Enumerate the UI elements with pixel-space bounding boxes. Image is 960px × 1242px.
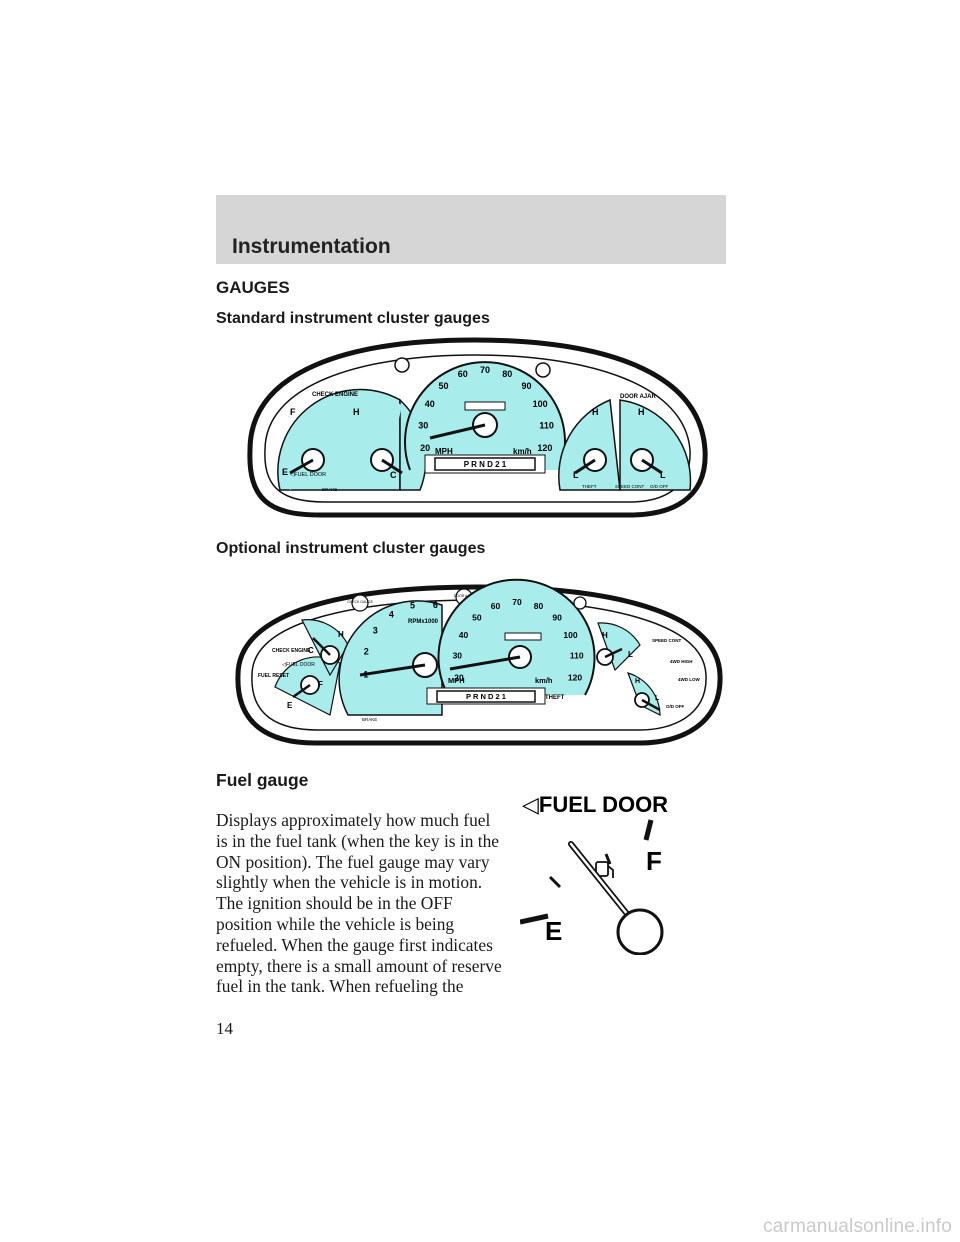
opt-rpm-label-2: 3: [373, 625, 378, 635]
opt-rpm-label-1: 2: [364, 647, 369, 657]
opt-speed-label-3: 50: [472, 612, 482, 622]
opt-speed-label-6: 80: [534, 601, 544, 611]
std-oil-h: H: [592, 407, 599, 417]
std-speed-label-5: 70: [480, 365, 490, 375]
std-fuel-door: ◁FUEL DOOR: [290, 472, 326, 478]
opt-rpm-label-3: 4: [389, 609, 394, 619]
opt-brake: BRAKE: [362, 717, 377, 722]
opt-oil-l: L: [628, 650, 633, 659]
opt-rpm-label-5: 6: [433, 600, 438, 610]
std-speed-label-3: 50: [438, 381, 448, 391]
fuel-full-label: F: [646, 846, 662, 876]
std-fuel-e: E: [282, 467, 288, 477]
opt-fuel-reset: FUEL RESET: [258, 673, 289, 679]
std-oil-l: L: [573, 470, 579, 480]
std-temp-c: C: [390, 470, 397, 480]
std-speed-label-6: 80: [502, 369, 512, 379]
std-batt-h: H: [638, 407, 645, 417]
opt-batt-l: L: [655, 695, 660, 702]
opt-fuel-f: F: [318, 680, 323, 689]
std-speed-label-4: 60: [458, 369, 468, 379]
standard-cluster-illustration: F H E C CHECK ENGINE ◁FUEL DOOR BRAKE P …: [247, 337, 708, 518]
opt-temp-h: H: [338, 630, 344, 639]
opt-oil-h: H: [602, 631, 608, 640]
fuel-gauge-body: Displays approximately how much fuel is …: [216, 810, 502, 997]
opt-batt-h: H: [635, 678, 640, 685]
section-heading: GAUGES: [216, 278, 290, 297]
chapter-banner: Instrumentation: [216, 195, 726, 264]
fuel-pump-icon: [595, 861, 614, 878]
opt-4wd-low: 4WD LOW: [678, 677, 700, 682]
std-speed-label-0: 20: [420, 443, 430, 453]
std-brake: BRAKE: [322, 487, 337, 492]
opt-rpm-label-4: 5: [410, 600, 415, 610]
std-speed-label-2: 40: [425, 399, 435, 409]
opt-fuel-door: ◁FUEL DOOR: [282, 662, 315, 668]
opt-rpm-unit: RPMx1000: [408, 619, 439, 625]
page-number: 14: [216, 1019, 233, 1038]
opt-speed-cont: SPEED CONT: [652, 638, 682, 643]
std-kmh: km/h: [513, 447, 532, 456]
opt-prndl: P R N D 2 1: [466, 692, 506, 701]
opt-speed-label-8: 100: [563, 630, 577, 640]
std-speed-label-1: 30: [418, 421, 428, 431]
std-check-engine: CHECK ENGINE: [312, 392, 358, 398]
fuel-empty-label: E: [545, 916, 562, 946]
chapter-title: Instrumentation: [232, 235, 391, 258]
std-mph: MPH: [435, 447, 453, 456]
opt-speed-label-0: 20: [454, 673, 464, 683]
std-temp-h: H: [353, 407, 360, 417]
std-od-off: O/D OFF: [650, 484, 668, 489]
optional-cluster-illustration: H C F E CHECK ENGINE ◁FUEL DOOR FUEL RES…: [235, 578, 723, 746]
opt-temp-c: C: [308, 646, 314, 655]
opt-door-ajar: DOOR AJAR: [454, 594, 475, 598]
std-prndl: P R N D 2 1: [464, 460, 507, 469]
fuel-gauge-heading: Fuel gauge: [216, 770, 309, 790]
std-door-ajar: DOOR AJAR: [620, 394, 656, 400]
std-speed-label-9: 110: [539, 421, 554, 431]
opt-check-engine: CHECK ENGINE: [272, 648, 311, 654]
opt-speed-label-7: 90: [552, 612, 562, 622]
opt-speed-label-9: 110: [570, 651, 584, 661]
opt-od-off: O/D OFF: [666, 704, 684, 709]
opt-check-gauge: CHECK GAUGE: [347, 600, 374, 604]
standard-cluster-caption: Standard instrument cluster gauges: [216, 310, 490, 327]
std-fuel-f: F: [290, 407, 296, 417]
std-speed-label-7: 90: [521, 381, 531, 391]
std-speed-cont: SPEED CONT: [615, 484, 645, 489]
opt-speed-label-2: 40: [459, 630, 469, 640]
fuel-door-label: ◁FUEL DOOR: [522, 792, 668, 817]
opt-4wd-high: 4WD HIGH: [670, 659, 693, 664]
std-speed-label-10: 120: [537, 443, 552, 453]
std-speed-label-8: 100: [533, 399, 548, 409]
std-theft: THEFT: [582, 484, 597, 489]
footer-url[interactable]: carmanualsonline.info: [762, 1216, 952, 1237]
opt-speed-label-5: 70: [512, 597, 522, 607]
opt-speed-label-4: 60: [491, 601, 501, 611]
opt-kmh: km/h: [535, 676, 553, 685]
optional-cluster-caption: Optional instrument cluster gauges: [216, 540, 486, 557]
opt-rpm-label-0: 1: [363, 669, 368, 679]
opt-mph: MPH: [448, 676, 465, 685]
opt-speed-label-10: 120: [568, 673, 582, 683]
std-batt-l: L: [660, 470, 666, 480]
opt-fuel-e: E: [287, 701, 293, 710]
opt-theft: THEFT: [545, 695, 565, 701]
fuel-gauge-illustration: ◁FUEL DOOR F E: [520, 792, 668, 955]
opt-speed-label-1: 30: [453, 651, 463, 661]
